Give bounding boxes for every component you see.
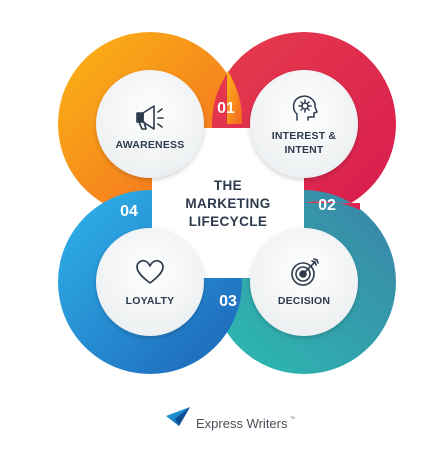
stage-label-awareness: AWARENESS [116, 139, 185, 151]
brand-trademark: ™ [290, 416, 295, 422]
heart-icon [136, 259, 164, 284]
paper-plane-icon [166, 407, 190, 426]
stage-number-01: 01 [217, 100, 235, 117]
stage-label-interest-line-1: INTEREST & [272, 130, 337, 142]
center-title-line-1: THE [214, 178, 242, 193]
inner-circle-decision [250, 228, 358, 336]
target-icon [291, 258, 319, 286]
ring-overlap-top [227, 70, 243, 124]
inner-circle-interest-intent [250, 70, 358, 178]
stage-label-loyalty: LOYALTY [126, 295, 175, 307]
center-title-line-3: LIFECYCLE [189, 214, 268, 229]
brand-name: Express Writers [196, 416, 288, 431]
center-title-line-2: MARKETING [185, 196, 270, 211]
stage-label-interest-line-2: INTENT [284, 144, 324, 156]
ring-overlap-right [304, 201, 360, 210]
stage-number-04: 04 [120, 203, 138, 220]
inner-circle-awareness [96, 70, 204, 178]
stage-number-03: 03 [219, 293, 237, 310]
gear-head-icon [292, 95, 318, 121]
stage-label-decision: DECISION [278, 295, 330, 307]
megaphone-icon [136, 105, 164, 130]
stage-number-02: 02 [318, 197, 336, 214]
